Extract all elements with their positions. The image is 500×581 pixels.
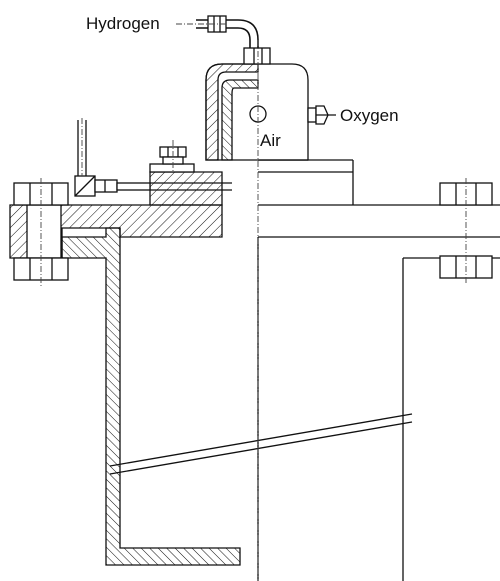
burner-base-section [149,171,223,206]
hydrogen-label: Hydrogen [86,14,160,33]
bolt-hole-left [26,204,62,259]
side-tube-left [74,120,232,197]
hydrogen-fitting [196,15,271,65]
oxygen-label: Oxygen [340,106,399,125]
inner-tube-right [257,159,354,581]
break-line [109,413,413,475]
vessel-wall-section [61,227,241,566]
flange-right-half [258,204,500,238]
vessel-right-wall [402,257,500,581]
gland-plate [149,163,195,173]
oxygen-fitting [307,105,336,125]
burner-hood-wall-section [205,63,259,161]
air-label: Air [260,131,281,150]
